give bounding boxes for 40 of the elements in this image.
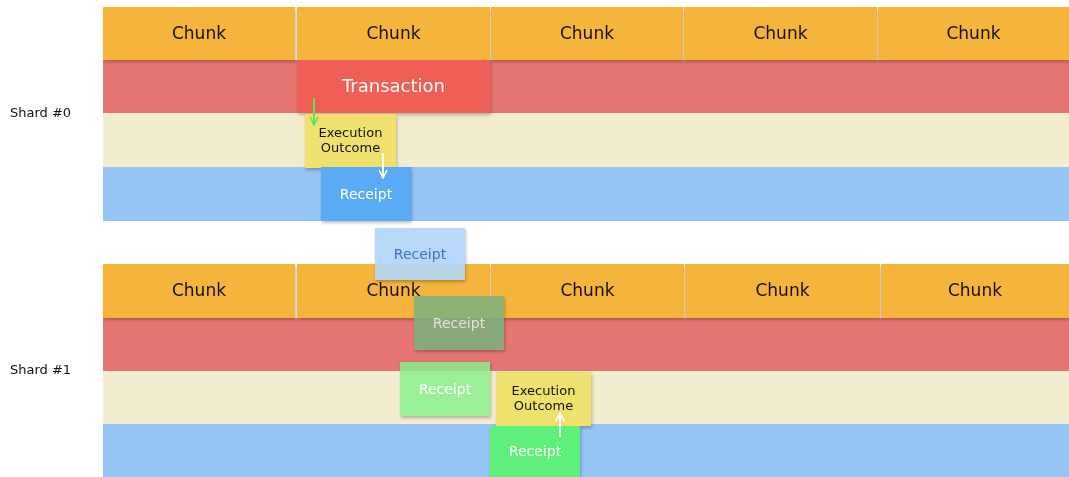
block-label: Receipt bbox=[393, 245, 447, 263]
block-label: Chunk bbox=[947, 281, 1002, 301]
block-label: Receipt bbox=[339, 185, 393, 203]
block-box bbox=[400, 362, 490, 416]
block-box bbox=[491, 264, 684, 318]
shard-label: Shard #1 bbox=[10, 362, 72, 377]
block-label: Transaction bbox=[342, 76, 445, 97]
block-label: Chunk bbox=[366, 23, 421, 44]
block-box bbox=[305, 114, 396, 168]
block-label: Receipt bbox=[432, 314, 486, 332]
block-label: Chunk bbox=[946, 23, 1001, 44]
arrow bbox=[378, 152, 388, 179]
block-box bbox=[878, 7, 1069, 60]
block-label: Chunk bbox=[560, 281, 615, 301]
block-box bbox=[490, 426, 580, 477]
block-label: Chunk bbox=[171, 23, 226, 44]
block-label: Execution Outcome bbox=[317, 126, 384, 156]
block-box bbox=[414, 296, 504, 350]
block-label: Chunk bbox=[755, 281, 810, 301]
block-box bbox=[881, 264, 1069, 318]
block-box bbox=[685, 264, 880, 318]
shard-label: Shard #0 bbox=[10, 105, 72, 120]
arrow bbox=[555, 412, 565, 438]
block-box bbox=[491, 7, 683, 60]
block-box bbox=[297, 60, 490, 113]
block-label: Receipt bbox=[508, 443, 562, 460]
block-box bbox=[297, 7, 490, 60]
block-label: Receipt bbox=[418, 380, 472, 398]
block-box bbox=[103, 7, 295, 60]
block-label: Chunk bbox=[171, 281, 226, 301]
block-box bbox=[375, 228, 465, 280]
arrow bbox=[309, 97, 319, 126]
block-label: Chunk bbox=[753, 23, 808, 44]
block-label: Chunk bbox=[366, 281, 421, 301]
block-label: Chunk bbox=[559, 23, 614, 44]
block-box bbox=[321, 167, 411, 221]
block-box bbox=[103, 264, 295, 318]
block-box bbox=[496, 372, 591, 426]
block-label: Execution Outcome bbox=[510, 384, 577, 414]
block-box bbox=[684, 7, 877, 60]
